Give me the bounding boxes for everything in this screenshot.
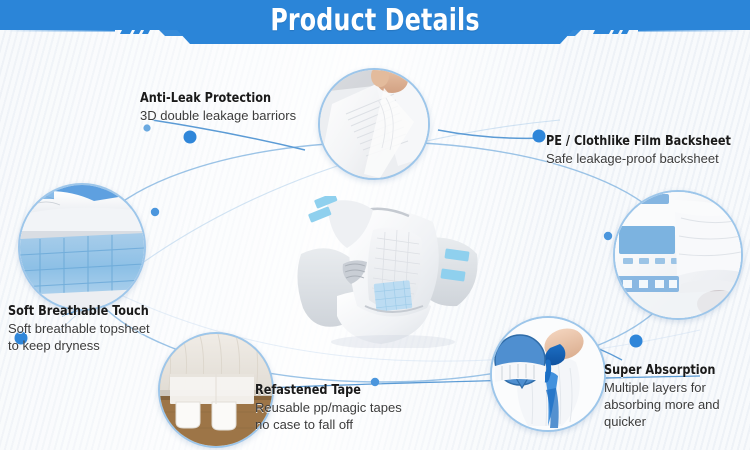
label-soft-touch-title: Soft Breathable Touch — [8, 303, 149, 319]
diaper-leak-barrier-photo — [320, 70, 428, 178]
label-refastened-tape-line-2: no case to fall off — [255, 417, 354, 432]
label-super-absorption-title: Super Absorption — [604, 362, 716, 378]
leader-line-pe — [437, 129, 546, 140]
feature-photo-anti-leak — [318, 68, 430, 180]
orbit-dot-bottom — [370, 377, 380, 387]
leader-line-tape — [265, 375, 701, 389]
label-refastened-tape: Refastened Tape Reusable pp/magic tapes … — [255, 382, 402, 433]
magic-tape-photo — [160, 334, 272, 446]
label-refastened-tape-line-1: Reusable pp/magic tapes — [255, 400, 402, 415]
feature-photo-pe-backsheet — [613, 190, 743, 320]
orbit-dot-left-mid — [150, 207, 160, 217]
diaper-backsheet-photo — [615, 192, 741, 318]
orbit-dot-upper-right — [532, 129, 546, 143]
page-title: Product Details — [270, 3, 480, 38]
label-anti-leak-title: Anti-Leak Protection — [140, 90, 272, 106]
leader-line-anti-leak — [151, 119, 306, 151]
label-soft-touch: Soft Breathable Touch Soft breathable to… — [8, 303, 159, 354]
blue-liquid-pour-photo — [492, 318, 604, 430]
label-pe-backsheet-title: PE / Clothlike Film Backsheet — [546, 133, 731, 149]
page-header: Product Details — [0, 0, 750, 58]
orbit-dot-lower-left — [14, 331, 28, 345]
label-anti-leak-line-1: 3D double leakage barriors — [140, 108, 297, 123]
orbit-dot-lower-right — [629, 334, 643, 348]
label-soft-touch-line-2: to keep dryness — [8, 338, 100, 353]
header-left-decoration — [5, 26, 186, 36]
feature-photo-refastened-tape — [158, 332, 274, 448]
header-right-decoration — [554, 26, 743, 36]
label-super-absorption: Super Absorption Multiple layers for abs… — [604, 362, 744, 430]
label-pe-backsheet: PE / Clothlike Film Backsheet Safe leaka… — [546, 133, 745, 167]
orbit-dot-right-mid — [603, 231, 613, 241]
label-soft-touch-line-1: Soft breathable topsheet — [8, 321, 150, 336]
feature-photo-soft-touch — [18, 183, 146, 311]
blue-absorbent-core-photo — [20, 185, 144, 309]
orbit-dot-small-left — [143, 124, 151, 132]
label-super-absorption-line-3: quicker — [604, 414, 646, 429]
label-refastened-tape-title: Refastened Tape — [255, 382, 361, 398]
label-anti-leak: Anti-Leak Protection 3D double leakage b… — [140, 90, 296, 124]
adult-diaper-product-image — [297, 196, 478, 348]
orbit-dot-upper-left — [183, 130, 197, 144]
label-super-absorption-line-2: absorbing more and — [604, 397, 720, 412]
feature-photo-super-absorption — [490, 316, 606, 432]
label-super-absorption-line-1: Multiple layers for — [604, 380, 706, 395]
label-pe-backsheet-line-1: Safe leakage-proof backsheet — [546, 151, 719, 166]
